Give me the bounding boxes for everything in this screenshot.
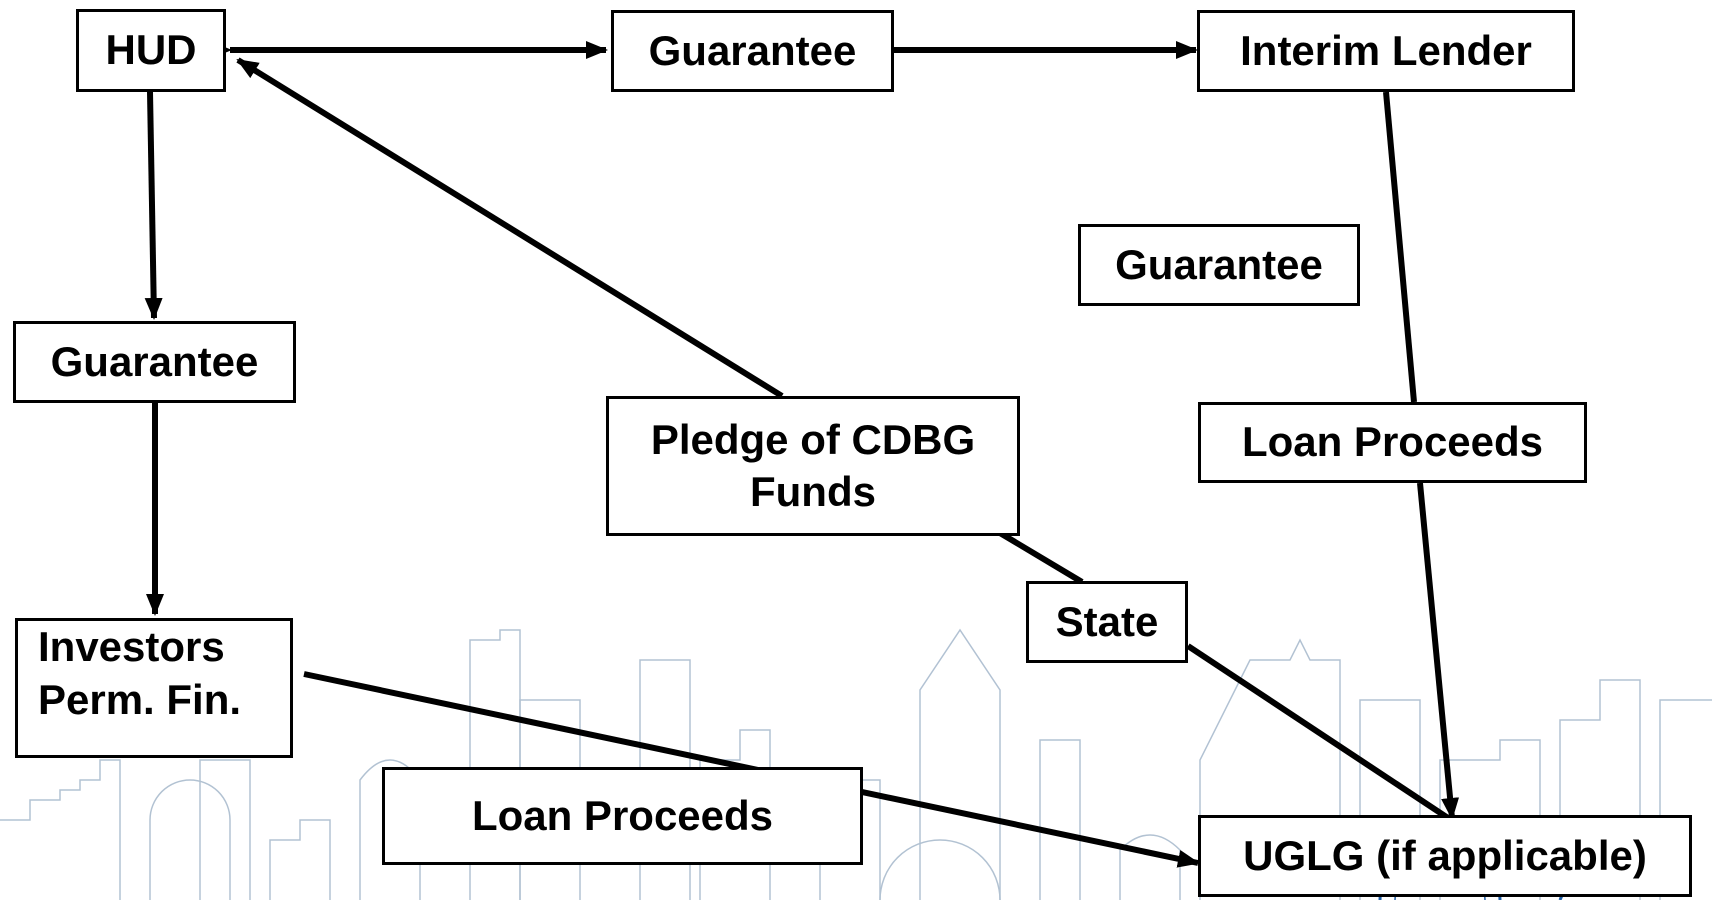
node-loan-proceeds-bottom: Loan Proceeds <box>382 767 863 865</box>
node-hud: HUD <box>76 9 226 92</box>
edge-interim-to-loan-proceeds <box>1383 91 1417 403</box>
node-guarantee-left: Guarantee <box>13 321 296 403</box>
node-hud-label: HUD <box>105 26 197 74</box>
node-loan-proceeds-right-label: Loan Proceeds <box>1241 418 1544 466</box>
node-guarantee-top: Guarantee <box>611 10 894 92</box>
node-state-label: State <box>1055 597 1159 645</box>
edge-pledge-to-hud <box>236 57 784 399</box>
node-interim-lender: Interim Lender <box>1197 10 1575 92</box>
edge-loan-proceeds-to-uglg <box>1417 482 1460 820</box>
node-guarantee-right: Guarantee <box>1078 224 1360 306</box>
node-uglg-label: UGLG (if applicable) <box>1243 831 1647 879</box>
node-pledge-cdbg: Pledge of CDBG Funds <box>606 396 1020 536</box>
node-loan-proceeds-right: Loan Proceeds <box>1198 402 1587 483</box>
node-investors-line1: Investors <box>38 623 225 670</box>
node-interim-lender-label: Interim Lender <box>1240 26 1532 74</box>
edge-hud-to-guarantee-left <box>144 91 163 320</box>
node-guarantee-right-label: Guarantee <box>1115 240 1323 288</box>
node-guarantee-left-label: Guarantee <box>50 337 259 385</box>
edge-state-to-uglg <box>1186 643 1450 821</box>
node-loan-proceeds-bottom-label: Loan Proceeds <box>471 791 774 839</box>
node-state: State <box>1026 581 1188 663</box>
node-investors: Investors Perm. Fin. <box>15 618 293 758</box>
node-guarantee-top-label: Guarantee <box>648 26 857 74</box>
node-investors-line2: Perm. Fin. <box>38 675 242 723</box>
node-pledge-line2: Funds <box>750 468 876 515</box>
node-uglg: UGLG (if applicable) <box>1198 815 1692 897</box>
node-pledge-line1: Pledge of CDBG <box>650 415 976 463</box>
edge-pledge-to-state <box>998 530 1084 585</box>
